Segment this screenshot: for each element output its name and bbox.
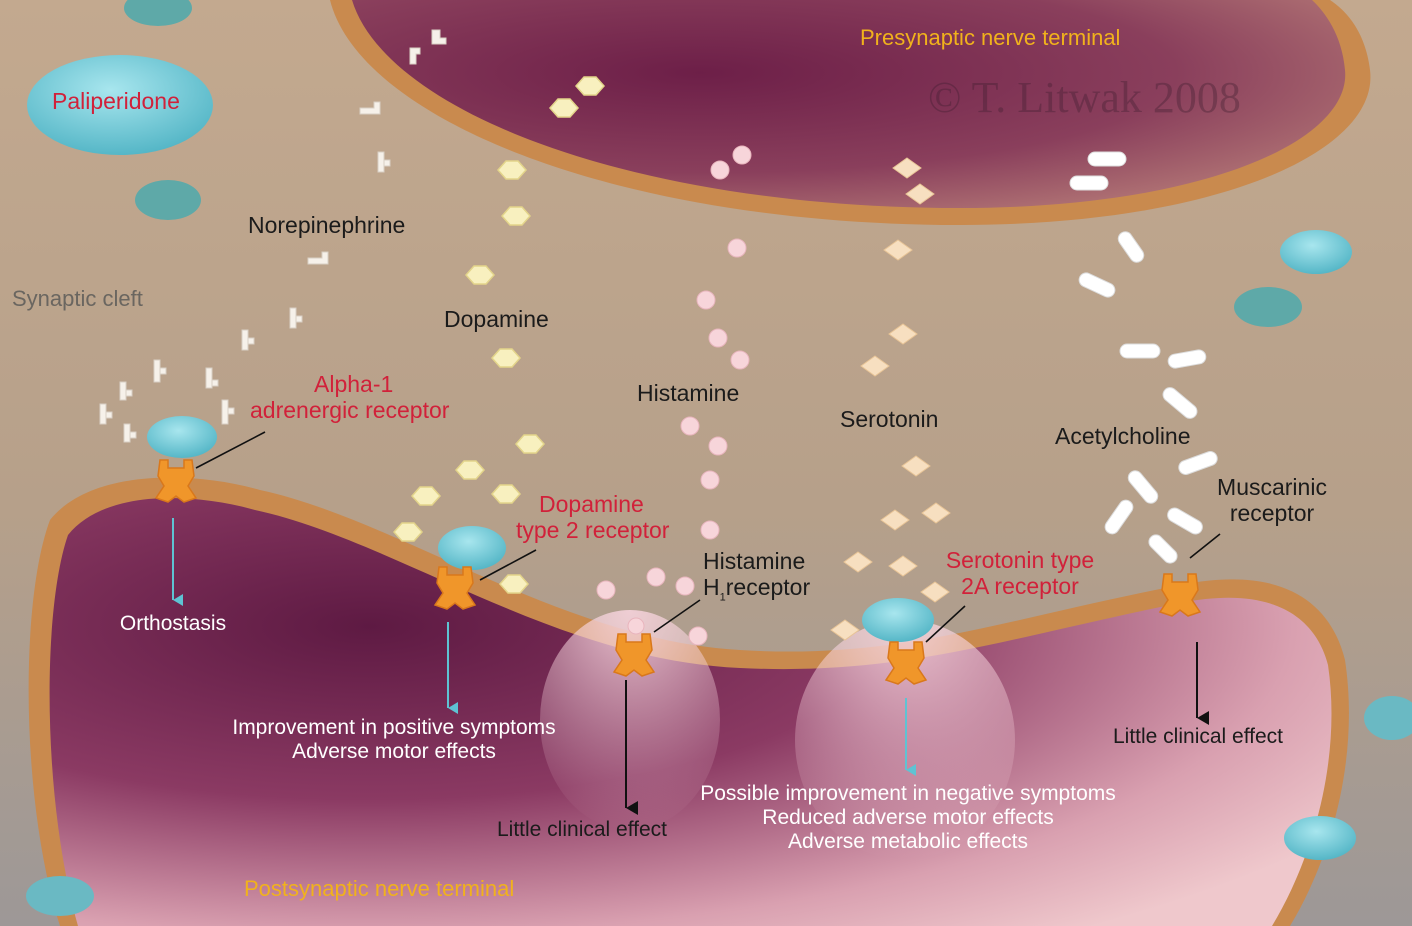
h1-receptor-label-line1: Histamine [703,548,806,574]
d2-receptor-label-line1: Dopamine [539,491,644,517]
d2-effect-line1: Improvement in positive symptoms [232,716,556,739]
presynaptic-label: Presynaptic nerve terminal [860,25,1121,50]
dopamine-molecules [392,76,606,594]
d2-effect-line2: Adverse motor effects [292,740,496,764]
muscarinic-receptor-label: Muscarinic receptor [1206,474,1338,527]
ht2a-effect: Possible improvement in negative symptom… [680,782,1136,854]
muscarinic-effect-line1: Little clinical effect [1112,725,1284,748]
ht2a-receptor-label-line1: Serotonin type [945,547,1095,573]
d2-receptor-label-line2: type 2 receptor [516,517,670,544]
serotonin-label: Serotonin [840,406,939,432]
paliperidone-pill-large [27,55,213,155]
effect-arrows [172,518,1209,815]
muscarinic-receptor-label-line2: receptor [1229,500,1315,527]
leader-lines [195,431,1221,643]
ht2a-receptor-label: Serotonin type 2A receptor [930,547,1110,600]
ht2a-receptor-label-line2: 2A receptor [961,573,1079,600]
alpha1-effect-line1: Orthostasis [119,612,227,635]
alpha1-receptor-label-line2: adrenergic receptor [250,397,450,424]
norepinephrine-molecules [99,29,447,443]
h1-receptor-label: Histamine H1receptor [703,548,810,605]
h1-effect-line1: Little clinical effect [496,818,668,841]
paliperidone-label: Paliperidone [52,88,180,114]
acetylcholine-molecules [1069,151,1218,564]
h1-receptor-label-subscript: 1 [719,592,726,605]
h1-effect: Little clinical effect [480,818,684,842]
histamine-label: Histamine [637,380,740,406]
d2-effect: Improvement in positive symptoms Adverse… [214,716,574,764]
ht2a-effect-line2: Reduced adverse motor effects [762,806,1054,830]
dopamine-label: Dopamine [444,306,549,332]
h1-receptor-label-prefix: H [703,574,720,601]
acetylcholine-label: Acetylcholine [1055,423,1191,449]
serotonin-molecules [830,157,951,641]
histamine-molecules [596,145,752,646]
paliperidone-molecules [26,0,1412,916]
muscarinic-receptor-label-line1: Muscarinic [1217,474,1327,500]
alpha1-effect: Orthostasis [100,612,246,636]
synaptic-cleft-label: Synaptic cleft [12,286,143,311]
ht2a-effect-line3: Adverse metabolic effects [787,830,1029,854]
h1-receptor-label-suffix: receptor [725,574,811,601]
muscarinic-effect: Little clinical effect [1098,725,1298,749]
norepinephrine-label: Norepinephrine [248,212,406,238]
d2-receptor-label: Dopamine type 2 receptor [516,491,669,544]
postsynaptic-terminal [28,477,1349,926]
copyright-watermark: © T. Litwak 2008 [928,73,1241,122]
alpha1-receptor-label: Alpha-1 adrenergic receptor [250,371,470,424]
h1-receptor-label-line2: H1receptor [703,574,810,604]
postsynaptic-label: Postsynaptic nerve terminal [244,876,515,901]
alpha1-receptor-label-line1: Alpha-1 [314,371,394,397]
ht2a-effect-line1: Possible improvement in negative symptom… [700,782,1116,805]
